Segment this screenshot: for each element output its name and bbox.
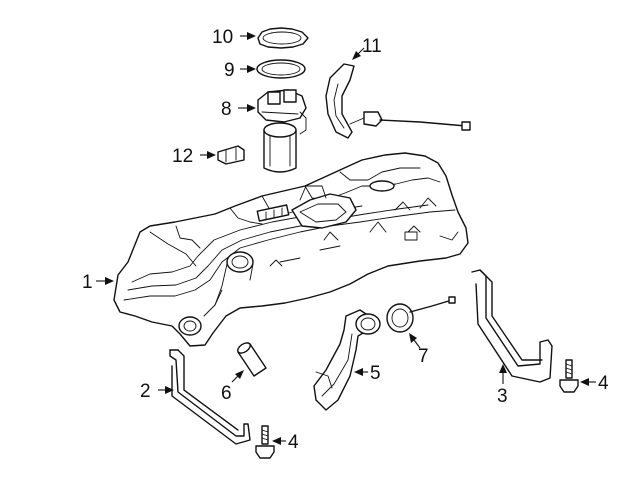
fuel-tank bbox=[113, 152, 469, 347]
fuel-cap bbox=[386, 296, 456, 333]
fuel-line-harness bbox=[325, 63, 471, 139]
seal-ring bbox=[256, 59, 306, 79]
fuel-pump-module bbox=[257, 89, 307, 173]
vent-hose bbox=[237, 342, 267, 377]
callout-4-front: 4 bbox=[288, 432, 299, 453]
tank-strap-rear bbox=[471, 269, 553, 383]
callout-2: 2 bbox=[140, 381, 151, 402]
retaining-clip bbox=[217, 145, 245, 165]
callout-8: 8 bbox=[221, 99, 232, 120]
bolt-front bbox=[255, 425, 275, 459]
callout-5: 5 bbox=[370, 363, 381, 384]
callout-1: 1 bbox=[82, 272, 93, 293]
filler-pipe bbox=[313, 309, 381, 411]
callout-9: 9 bbox=[224, 60, 235, 81]
callout-3: 3 bbox=[497, 386, 508, 407]
callout-7: 7 bbox=[418, 346, 429, 367]
bolt-rear bbox=[559, 359, 579, 393]
leader-lines bbox=[96, 32, 596, 445]
callout-12: 12 bbox=[172, 146, 193, 167]
callout-10: 10 bbox=[212, 27, 233, 48]
callout-6: 6 bbox=[221, 383, 232, 404]
callout-4-rear: 4 bbox=[598, 373, 609, 394]
tank-strap-front bbox=[169, 349, 251, 445]
callout-11: 11 bbox=[362, 36, 382, 57]
lock-ring bbox=[257, 27, 309, 49]
